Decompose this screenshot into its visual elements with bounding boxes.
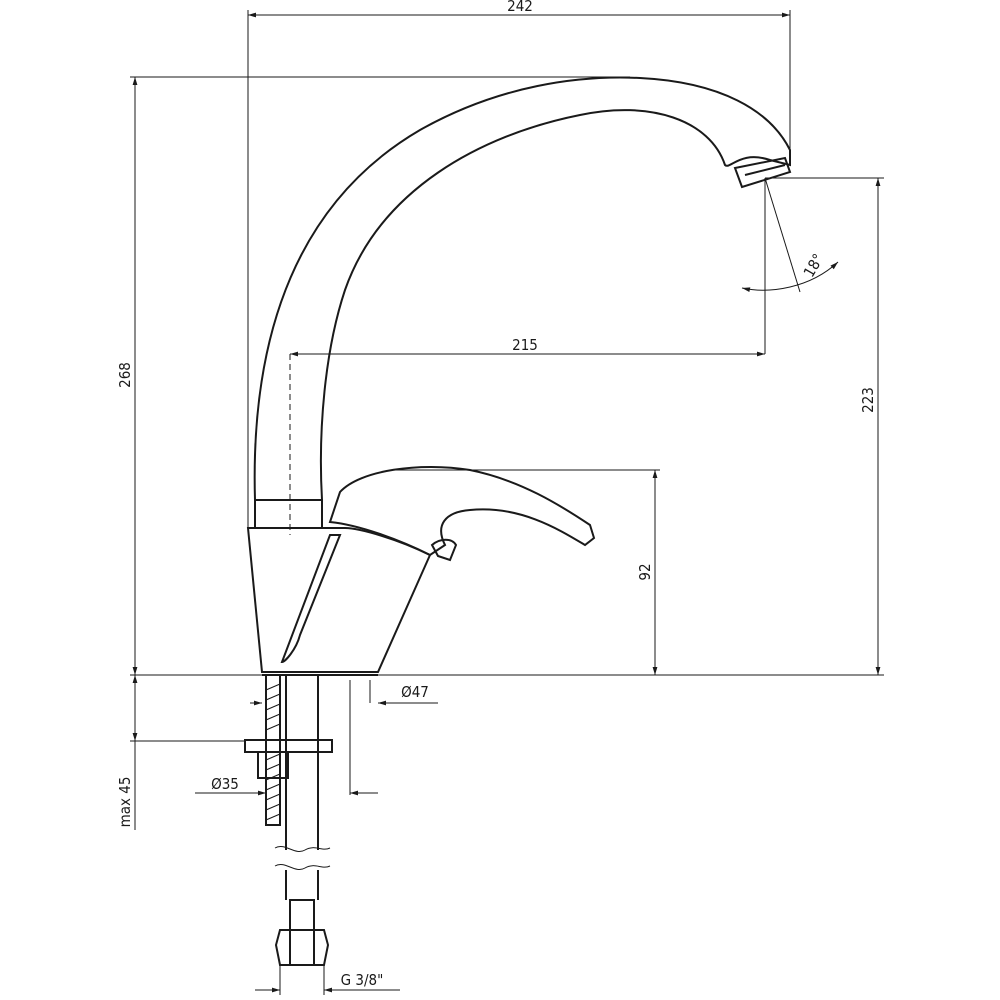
supply-hose (285, 675, 319, 900)
dim-spout-reach: 215 (289, 178, 766, 535)
threaded-rod (265, 675, 281, 826)
faucet-outline (244, 76, 792, 966)
hose-fitting (274, 899, 330, 966)
dim-label-215: 215 (512, 336, 538, 354)
dim-label-92: 92 (636, 563, 654, 580)
dim-label-18deg: 18° (800, 251, 828, 281)
mounting-plate (244, 739, 333, 753)
rod-thread-hatch (265, 683, 281, 821)
spout-collar (254, 499, 323, 529)
faucet-body (246, 527, 432, 673)
hose-break (274, 846, 331, 870)
dim-base-diameter: Ø47 (250, 680, 438, 795)
dim-overall-width: 242 (247, 0, 791, 528)
dim-label-d35: Ø35 (211, 775, 239, 793)
dim-label-223: 223 (859, 387, 877, 413)
lever-pivot (430, 538, 458, 562)
nut (257, 751, 289, 779)
dim-outlet-height: 223 (660, 177, 884, 676)
spout (253, 76, 791, 501)
dim-body-height: 92 (395, 469, 660, 675)
body-groove (280, 534, 342, 664)
dim-label-g38: G 3/8" (341, 971, 384, 989)
dim-label-242: 242 (507, 0, 533, 15)
aerator (733, 156, 792, 189)
dim-thread: G 3/8" (255, 965, 400, 995)
dim-label-268: 268 (116, 362, 134, 388)
lever-handle (328, 465, 596, 557)
dim-max-thickness: max 45 (116, 675, 245, 830)
dim-spray-angle: 18° (741, 177, 839, 293)
dim-label-max45: max 45 (116, 777, 134, 828)
dim-label-d47: Ø47 (401, 683, 429, 701)
dim-shank-diameter: Ø35 (195, 775, 378, 796)
dim-overall-height: 268 (116, 76, 660, 676)
